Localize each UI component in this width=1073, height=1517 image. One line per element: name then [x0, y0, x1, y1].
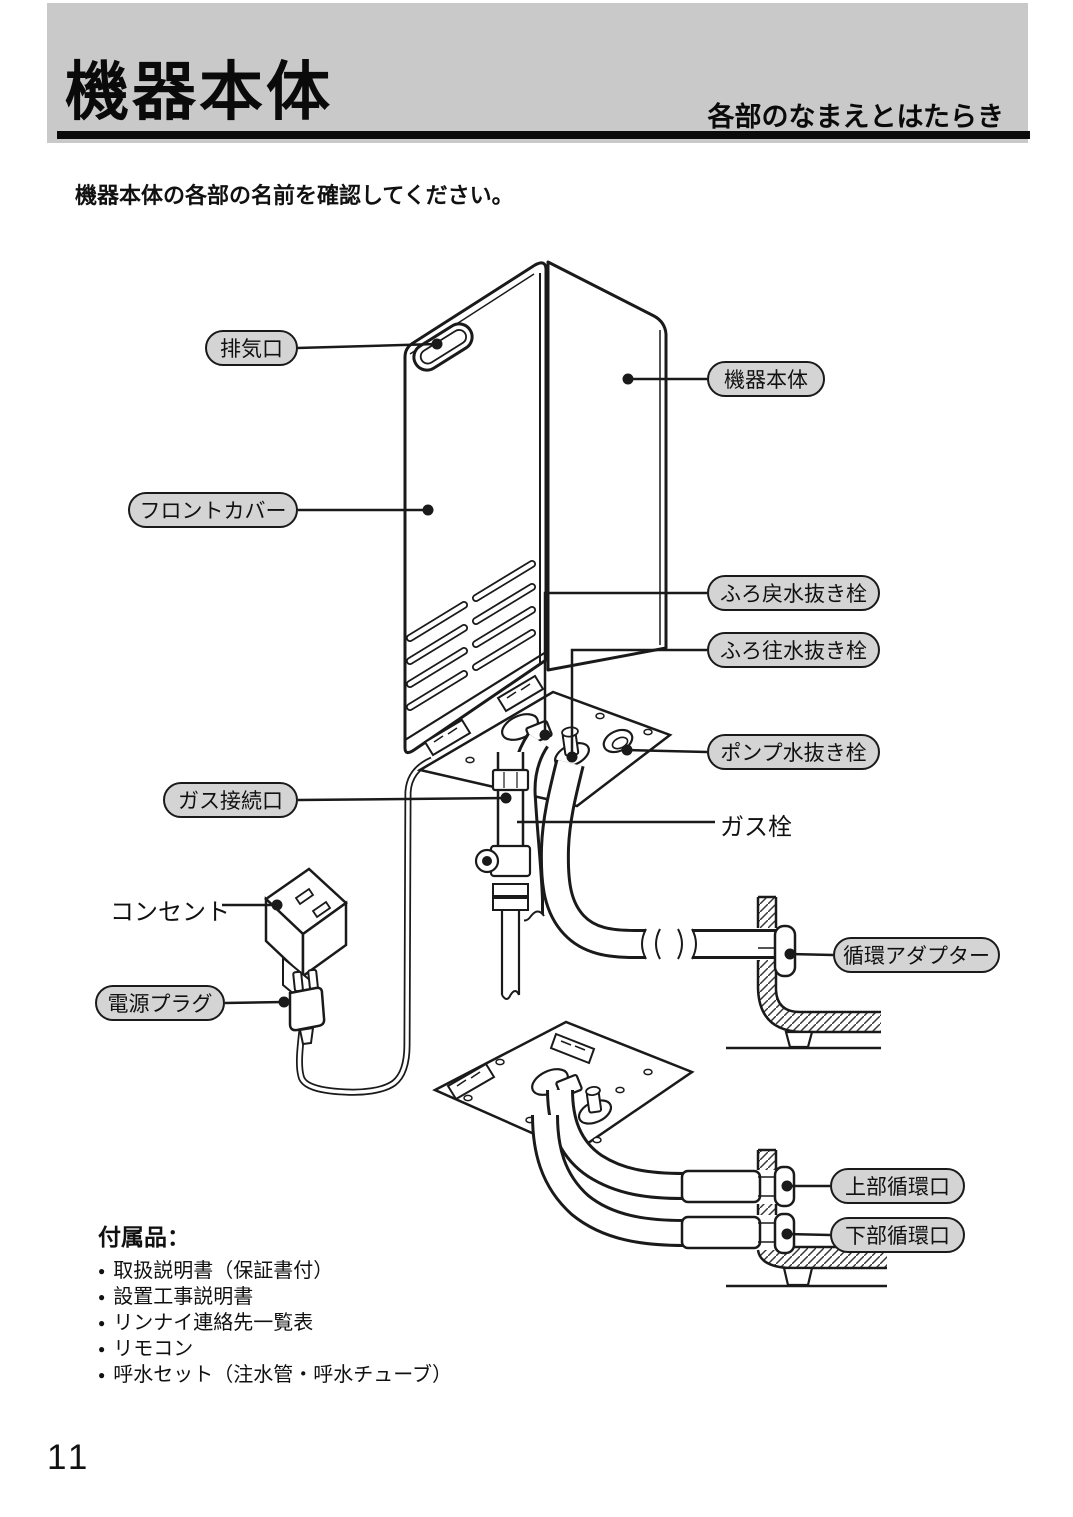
page-title: 機器本体: [65, 56, 333, 128]
label-power-plug: 電源プラグ: [95, 985, 225, 1021]
lower-hoses-drawing: [531, 1089, 685, 1247]
unit-body-drawing: [403, 260, 668, 755]
label-gas-valve: ガス栓: [720, 814, 792, 841]
list-item: リンナイ連絡先一覧表: [98, 1312, 452, 1335]
label-front-cover: フロントカバー: [128, 492, 298, 528]
list-item: 呼水セット（注水管・呼水チューブ）: [98, 1364, 452, 1387]
power-cord-drawing: [295, 756, 434, 1096]
label-exhaust-port: 排気口: [205, 330, 298, 366]
header-rule: [57, 131, 1030, 139]
upper-wall-drawing: [726, 895, 881, 1050]
lower-view-drawing: [432, 1020, 695, 1154]
label-upper-circulation-port: 上部循環口: [830, 1168, 965, 1204]
accessories-heading: 付属品：: [98, 1224, 190, 1250]
gas-pipe-drawing: [474, 752, 532, 1002]
label-pump-drain-plug: ポンプ水抜き栓: [707, 734, 880, 770]
label-gas-connection: ガス接続口: [163, 782, 298, 818]
list-item: リモコン: [98, 1338, 452, 1361]
list-item: 設置工事説明書: [98, 1286, 452, 1309]
outlet-drawing: [264, 867, 348, 1011]
accessories-list: 取扱説明書（保証書付） 設置工事説明書 リンナイ連絡先一覧表 リモコン 呼水セッ…: [98, 1260, 452, 1387]
label-lower-circulation-port: 下部循環口: [830, 1217, 965, 1253]
label-unit-body: 機器本体: [707, 361, 825, 397]
label-outlet: コンセント: [110, 899, 230, 926]
louver-vents-drawing: [406, 560, 536, 711]
label-furo-return-drain-plug: ふろ戻水抜き栓: [707, 575, 880, 611]
accessories-section: 付属品： 取扱説明書（保証書付） 設置工事説明書 リンナイ連絡先一覧表 リモコン…: [98, 1218, 452, 1390]
label-circulation-adapter: 循環アダプター: [833, 937, 1000, 973]
leader-dots: [271, 338, 796, 1240]
header-subtitle: 各部のなまえとはたらき: [707, 102, 1004, 132]
bath-pipe-drawing: [539, 759, 776, 960]
intro-text: 機器本体の各部の名前を確認してください。: [75, 183, 514, 208]
header-band: 機器本体 各部のなまえとはたらき: [47, 3, 1030, 143]
page-number: 11: [47, 1438, 92, 1477]
plug-drawing: [288, 968, 326, 1046]
label-furo-supply-drain-plug: ふろ往水抜き栓: [707, 632, 880, 668]
return-hose-drawing: [510, 732, 550, 922]
leader-lines: [222, 342, 834, 1237]
list-item: 取扱説明書（保証書付）: [98, 1260, 452, 1283]
